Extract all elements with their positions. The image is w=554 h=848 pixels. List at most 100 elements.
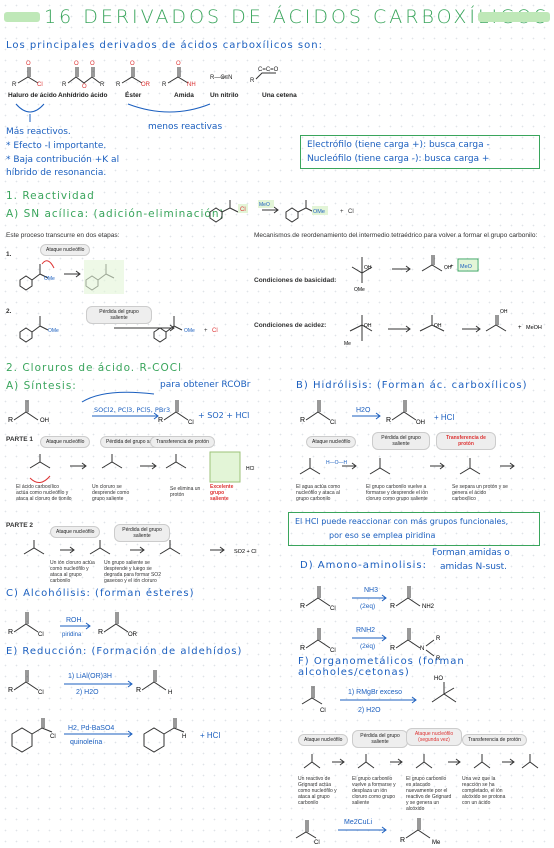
organometallic-caption-3: El grupo carbonilo es atacado nuevamente… bbox=[406, 776, 452, 812]
svg-text:OH: OH bbox=[40, 418, 49, 424]
hydrolysis-loss-pill: Pérdida del grupo saliente bbox=[372, 432, 430, 450]
svg-text:O: O bbox=[74, 61, 79, 67]
svg-text:R: R bbox=[300, 603, 305, 610]
sn-cl-label: Cl bbox=[240, 207, 246, 213]
svg-text:R: R bbox=[400, 837, 405, 844]
svg-text:R: R bbox=[390, 645, 395, 652]
parte1-caption-4: Excelente grupo saliente bbox=[210, 484, 234, 502]
parte1-caption-3: Se elimina un protón bbox=[170, 486, 201, 498]
acid-meoh-product: MeOH bbox=[526, 325, 542, 331]
svg-text:R: R bbox=[158, 417, 163, 424]
organometallic-transfer-pill: Transferencia de protón bbox=[462, 734, 527, 746]
parte1-attack-pill: Ataque nucleófilo bbox=[40, 436, 91, 448]
svg-text:OH: OH bbox=[444, 265, 452, 271]
aminolysis-note1: Forman amidas o bbox=[432, 548, 510, 558]
parte2-attack-pill: Ataque nucleófilo bbox=[50, 526, 101, 538]
organometallic-mechanism bbox=[303, 754, 539, 769]
svg-text:R: R bbox=[436, 656, 441, 662]
organometallic-reaction: Cl 1) RMgBr exceso 2) H2O HO bbox=[301, 676, 457, 714]
parte1-mechanism: HCl bbox=[29, 451, 254, 483]
organometallic-loss-pill: Pérdida del grupo saliente bbox=[352, 730, 408, 748]
svg-text:O: O bbox=[90, 61, 95, 67]
reactivity-brackets bbox=[15, 103, 211, 122]
aminolysis-nh2: NH2 bbox=[422, 604, 435, 610]
effect-text: * Efecto -I importante. bbox=[6, 141, 107, 151]
cuprate-reaction: Cl Me2CuLi R Me bbox=[295, 818, 441, 846]
svg-text:OMe: OMe bbox=[44, 276, 55, 282]
svg-text:Cl: Cl bbox=[37, 82, 43, 88]
page-title: 16 DERIVADOS DE ÁCIDOS CARBOXÍLICOS bbox=[44, 6, 550, 28]
step2-label: 2. bbox=[6, 308, 12, 315]
svg-text:R: R bbox=[116, 82, 121, 88]
acid-label: Condiciones de acidez: bbox=[254, 322, 327, 329]
parte2-products: SO2 + Cl bbox=[234, 549, 256, 555]
svg-text:R: R bbox=[8, 687, 13, 694]
organometallic-h2o: 2) H2O bbox=[358, 707, 381, 714]
svg-text:Me: Me bbox=[344, 341, 351, 347]
step1-attack-pill: Ataque nucleófilo bbox=[40, 244, 91, 256]
svg-text:O: O bbox=[176, 61, 181, 67]
synthesis-products: + SO2 + HCl bbox=[198, 411, 249, 420]
svg-text:R: R bbox=[436, 636, 441, 642]
parte2-label: PARTE 2 bbox=[6, 522, 33, 529]
mech-text: Mecanismos de reordenamiento del interme… bbox=[254, 232, 538, 239]
svg-text:OMe: OMe bbox=[184, 328, 195, 334]
reduction-h2o: 2) H2O bbox=[76, 689, 99, 696]
sn-meo-label: MeO bbox=[259, 202, 270, 208]
aminolysis-heading: D) Amono-aminolisis: bbox=[300, 560, 427, 571]
svg-text:Cl: Cl bbox=[38, 690, 44, 696]
sn-cl-product: Cl bbox=[348, 209, 354, 215]
svg-text:Cl: Cl bbox=[330, 606, 336, 612]
reduction-heading: E) Reducción: (Formación de aldehídos) bbox=[6, 646, 243, 657]
hydrolysis-h2o: H2O bbox=[356, 407, 371, 414]
svg-text:OMe: OMe bbox=[354, 287, 365, 293]
hcl-note-line1: El HCl puede reaccionar con más grupos f… bbox=[295, 517, 509, 526]
svg-text:H: H bbox=[182, 734, 186, 740]
svg-text:OH: OH bbox=[416, 420, 425, 426]
intro-text: Los principales derivados de ácidos carb… bbox=[6, 40, 323, 51]
derivative-label-ester: Éster bbox=[125, 92, 142, 99]
cuprate-reagent: Me2CuLi bbox=[344, 819, 372, 826]
derivative-label-cetena: Una cetena bbox=[262, 92, 297, 99]
hydrolysis-transfer-pill: Transferencia de protón bbox=[436, 432, 496, 450]
aminolysis-nh3: NH3 bbox=[364, 587, 378, 594]
derivative-label-haluro: Haluro de ácido bbox=[8, 92, 57, 99]
ketene-formula: C=C=O bbox=[258, 67, 279, 73]
svg-text:R: R bbox=[8, 629, 13, 636]
parte1-transfer-pill: Transferencia de protón bbox=[150, 436, 215, 448]
basic-label: Condiciones de basicidad: bbox=[254, 277, 337, 284]
parte1-caption-2: Un cloruro se desprende como grupo salie… bbox=[92, 484, 130, 502]
svg-text:OH: OH bbox=[500, 309, 508, 315]
svg-text:H: H bbox=[168, 690, 172, 696]
svg-text:R: R bbox=[300, 417, 305, 424]
svg-text:O: O bbox=[130, 61, 135, 67]
step2-loss-pill: Pérdida del grupo saliente bbox=[86, 306, 152, 324]
svg-text:+: + bbox=[450, 264, 454, 270]
svg-text:Cl: Cl bbox=[320, 708, 326, 714]
section1-sub: A) SN acílica: (adición-eliminación) bbox=[6, 208, 225, 220]
section1-heading: 1. Reactividad bbox=[6, 190, 95, 202]
reduction-hcl: + HCl bbox=[200, 731, 220, 740]
parte2-caption-2: Un grupo saliente se desprende y luego s… bbox=[104, 560, 161, 584]
hydrolysis-mechanism: H—O—H bbox=[299, 458, 515, 475]
svg-text:Cl: Cl bbox=[314, 840, 320, 846]
reduction-pd: H2, Pd-BaSO4 bbox=[68, 725, 114, 732]
derivative-label-anhidrido: Anhídrido ácido bbox=[58, 92, 108, 99]
process-text: Este proceso transcurre en dos etapas: bbox=[6, 232, 120, 239]
svg-text:Cl: Cl bbox=[38, 632, 44, 638]
parte1-caption-1: El ácido carboxílico actúa como nucleófi… bbox=[16, 484, 72, 502]
electrophile-box: Electrófilo (tiene carga +): busca carga… bbox=[300, 135, 540, 169]
svg-text:OR: OR bbox=[141, 82, 151, 88]
organometallic-caption-4: Una vez que la reacción se ha completado… bbox=[462, 776, 506, 806]
parte2-loss-pill: Pérdida del grupo saliente bbox=[114, 524, 170, 542]
organometallic-second-pill: Ataque nucleófilo (segunda vez) bbox=[406, 728, 462, 746]
hcl-note-box: El HCl puede reaccionar con más grupos f… bbox=[288, 512, 540, 546]
synthesis-reaction: R OH R Cl SOCl2, PCl3, PCl5, PBr3 + SO2 … bbox=[8, 391, 249, 426]
alcoholysis-piridina: piridina bbox=[62, 632, 82, 638]
parte2-mechanism: SO2 + Cl bbox=[23, 540, 256, 555]
svg-text:NH: NH bbox=[187, 82, 196, 88]
derivative-label-amida: Amida bbox=[174, 92, 194, 99]
